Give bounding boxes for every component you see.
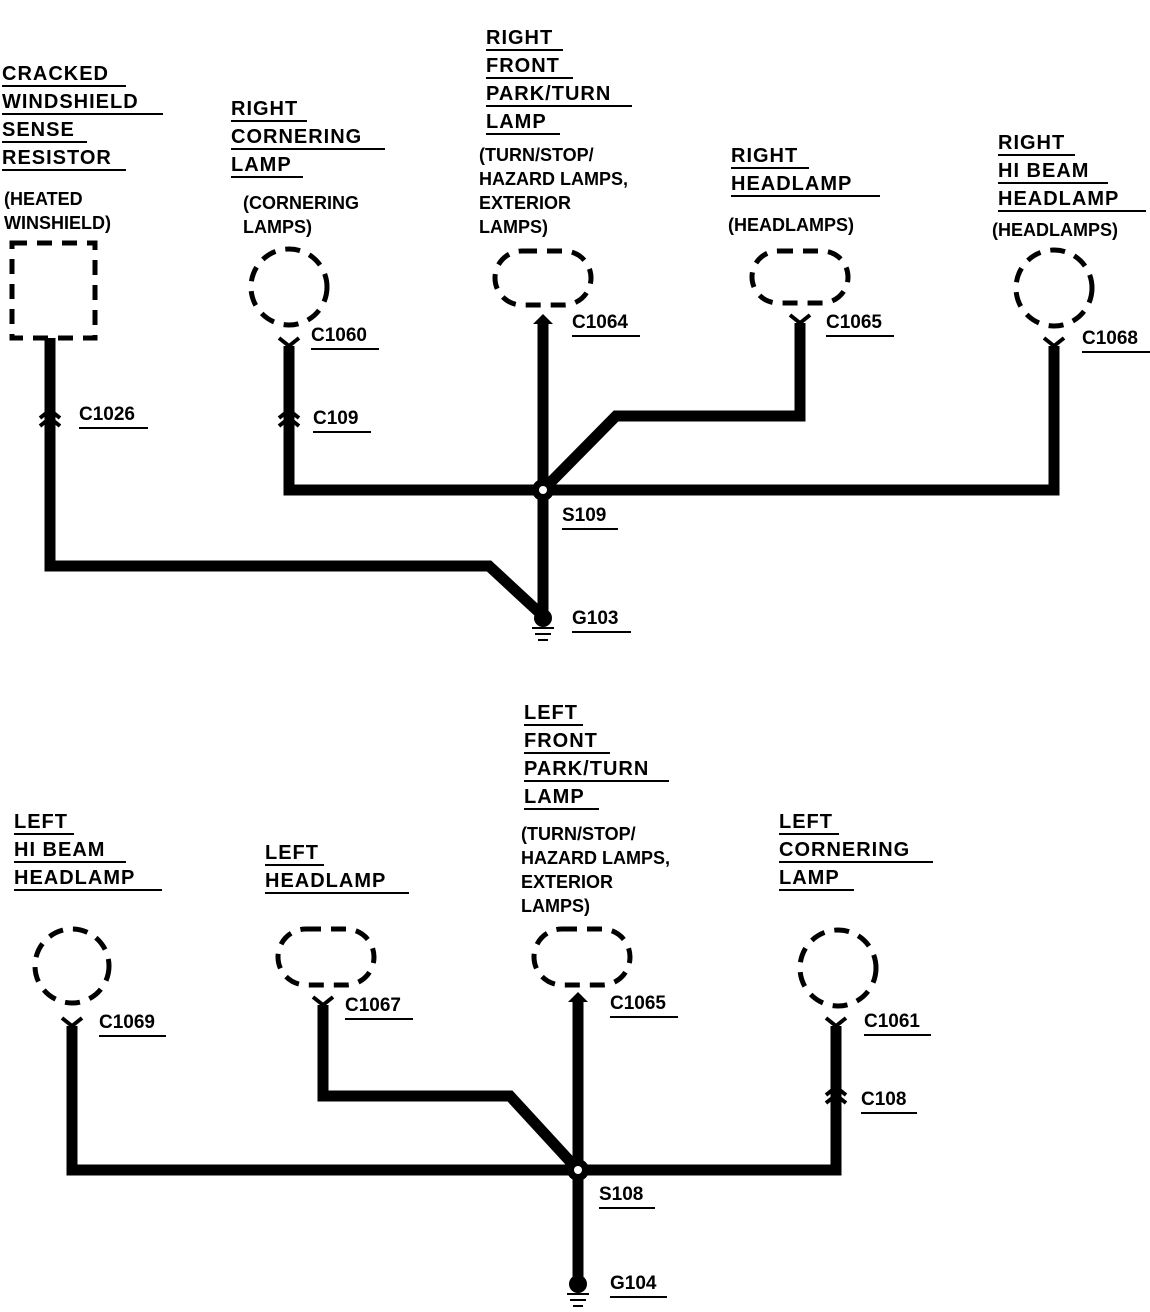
ground-g103-label: G103 bbox=[572, 608, 618, 629]
windshield-system-line-2: WINSHIELD) bbox=[4, 213, 111, 233]
left-hi-beam-name-line-2: HI BEAM bbox=[14, 839, 105, 861]
right-hi-beam-name-line-3: HEADLAMP bbox=[998, 188, 1119, 210]
right-park-turn-system-line-2: HAZARD LAMPS, bbox=[479, 169, 628, 189]
windshield-name-line-1: CRACKED bbox=[2, 63, 109, 85]
connector-c1065-bottom-label: C1065 bbox=[610, 993, 666, 1014]
right-headlamp: RIGHT HEADLAMP (HEADLAMPS) bbox=[728, 145, 880, 306]
right-hi-beam-symbol bbox=[1013, 247, 1095, 329]
splice-s109-label: S109 bbox=[562, 505, 606, 526]
windshield-resistor-symbol bbox=[9, 240, 98, 341]
connector-c1061-label: C1061 bbox=[864, 1011, 920, 1032]
left-headlamp-name-line-1: LEFT bbox=[265, 842, 319, 864]
right-headlamp-symbol bbox=[749, 248, 851, 306]
right-cornering-name-line-2: CORNERING bbox=[231, 126, 362, 148]
right-cornering-system-line-1: (CORNERING bbox=[243, 193, 359, 213]
ground-g104-symbol bbox=[567, 1275, 589, 1307]
right-cornering-lamp-symbol bbox=[248, 246, 330, 328]
left-park-turn-system-line-1: (TURN/STOP/ bbox=[521, 824, 636, 844]
connector-c108-symbol bbox=[824, 1084, 848, 1105]
right-park-turn-system-line-3: EXTERIOR bbox=[479, 193, 571, 213]
left-park-turn-name-line-4: LAMP bbox=[524, 786, 585, 808]
connector-c1026-label: C1026 bbox=[79, 404, 135, 425]
right-cornering-lamp: RIGHT CORNERING LAMP (CORNERING LAMPS) bbox=[231, 98, 385, 328]
left-cornering-name-line-3: LAMP bbox=[779, 867, 840, 889]
left-park-turn-system-line-4: LAMPS) bbox=[521, 896, 590, 916]
connector-c109-label: C109 bbox=[313, 408, 358, 429]
top-circuit: CRACKED WINDSHIELD SENSE RESISTOR (HEATE… bbox=[2, 27, 1150, 641]
left-park-turn-name-line-3: PARK/TURN bbox=[524, 758, 649, 780]
connector-c1065-top-symbol bbox=[788, 313, 812, 326]
right-cornering-system-line-2: LAMPS) bbox=[243, 217, 312, 237]
connector-c1067-symbol bbox=[311, 995, 335, 1008]
right-headlamp-system: (HEADLAMPS) bbox=[728, 215, 854, 235]
connector-c1068-label: C1068 bbox=[1082, 328, 1138, 349]
connector-c1069-label: C1069 bbox=[99, 1012, 155, 1033]
windshield-name-line-4: RESISTOR bbox=[2, 147, 112, 169]
left-headlamp-symbol bbox=[275, 926, 377, 988]
left-park-turn-lamp-symbol bbox=[531, 926, 633, 988]
windshield-system-line-1: (HEATED bbox=[4, 189, 83, 209]
left-cornering-lamp: LEFT CORNERING LAMP bbox=[779, 811, 933, 1009]
bottom-wiring bbox=[66, 1000, 842, 1282]
right-hi-beam-name-line-1: RIGHT bbox=[998, 132, 1065, 154]
connector-c1060-symbol bbox=[277, 336, 301, 349]
windshield-name-line-3: SENSE bbox=[2, 119, 75, 141]
windshield-sense-resistor: CRACKED WINDSHIELD SENSE RESISTOR (HEATE… bbox=[2, 63, 163, 341]
ground-g104-label: G104 bbox=[610, 1273, 657, 1294]
right-hi-beam-system: (HEADLAMPS) bbox=[992, 220, 1118, 240]
right-hi-beam-name-line-2: HI BEAM bbox=[998, 160, 1089, 182]
left-park-turn-name-line-2: FRONT bbox=[524, 730, 598, 752]
right-cornering-name-line-3: LAMP bbox=[231, 154, 292, 176]
left-hi-beam-name-line-3: HEADLAMP bbox=[14, 867, 135, 889]
windshield-name-line-2: WINDSHIELD bbox=[2, 91, 139, 113]
left-hi-beam-name-line-1: LEFT bbox=[14, 811, 68, 833]
connector-c1060-label: C1060 bbox=[311, 325, 367, 346]
right-headlamp-name-line-2: HEADLAMP bbox=[731, 173, 852, 195]
connector-c1068-symbol bbox=[1042, 336, 1066, 349]
left-park-turn-system-line-3: EXTERIOR bbox=[521, 872, 613, 892]
left-front-park-turn-lamp: LEFT FRONT PARK/TURN LAMP (TURN/STOP/ HA… bbox=[521, 702, 670, 988]
ground-g103-symbol bbox=[532, 609, 554, 641]
left-cornering-name-line-2: CORNERING bbox=[779, 839, 910, 861]
connector-c1061-symbol bbox=[824, 1016, 848, 1029]
left-cornering-lamp-symbol bbox=[797, 927, 879, 1009]
left-cornering-name-line-1: LEFT bbox=[779, 811, 833, 833]
right-park-turn-system-line-4: LAMPS) bbox=[479, 217, 548, 237]
right-park-turn-name-line-3: PARK/TURN bbox=[486, 83, 611, 105]
left-park-turn-name-line-1: LEFT bbox=[524, 702, 578, 724]
connector-c1065-top-label: C1065 bbox=[826, 312, 882, 333]
left-hi-beam-symbol bbox=[32, 926, 112, 1006]
left-hi-beam-headlamp: LEFT HI BEAM HEADLAMP bbox=[14, 811, 162, 1006]
top-wiring bbox=[44, 322, 1060, 621]
connector-c1067-label: C1067 bbox=[345, 995, 401, 1016]
right-park-turn-lamp-symbol bbox=[492, 248, 594, 308]
connector-c1026-symbol bbox=[38, 407, 62, 428]
right-park-turn-name-line-1: RIGHT bbox=[486, 27, 553, 49]
right-cornering-name-line-1: RIGHT bbox=[231, 98, 298, 120]
connector-c1069-symbol bbox=[60, 1016, 84, 1029]
connector-c108-label: C108 bbox=[861, 1089, 906, 1110]
splice-s108-label: S108 bbox=[599, 1184, 643, 1205]
bottom-circuit: LEFT HI BEAM HEADLAMP LEFT HEADLAMP LEFT… bbox=[14, 702, 933, 1307]
right-headlamp-name-line-1: RIGHT bbox=[731, 145, 798, 167]
connector-c109-symbol bbox=[277, 407, 301, 428]
right-park-turn-name-line-2: FRONT bbox=[486, 55, 560, 77]
left-headlamp-name-line-2: HEADLAMP bbox=[265, 870, 386, 892]
right-park-turn-system-line-1: (TURN/STOP/ bbox=[479, 145, 594, 165]
right-park-turn-name-line-4: LAMP bbox=[486, 111, 547, 133]
right-front-park-turn-lamp: RIGHT FRONT PARK/TURN LAMP (TURN/STOP/ H… bbox=[479, 27, 632, 308]
right-hi-beam-headlamp: RIGHT HI BEAM HEADLAMP (HEADLAMPS) bbox=[992, 132, 1146, 329]
left-park-turn-system-line-2: HAZARD LAMPS, bbox=[521, 848, 670, 868]
connector-c1064-symbol bbox=[533, 314, 553, 324]
connector-c1064-label: C1064 bbox=[572, 312, 628, 333]
left-headlamp: LEFT HEADLAMP bbox=[265, 842, 409, 988]
connector-c1065-bottom-symbol bbox=[568, 992, 588, 1002]
